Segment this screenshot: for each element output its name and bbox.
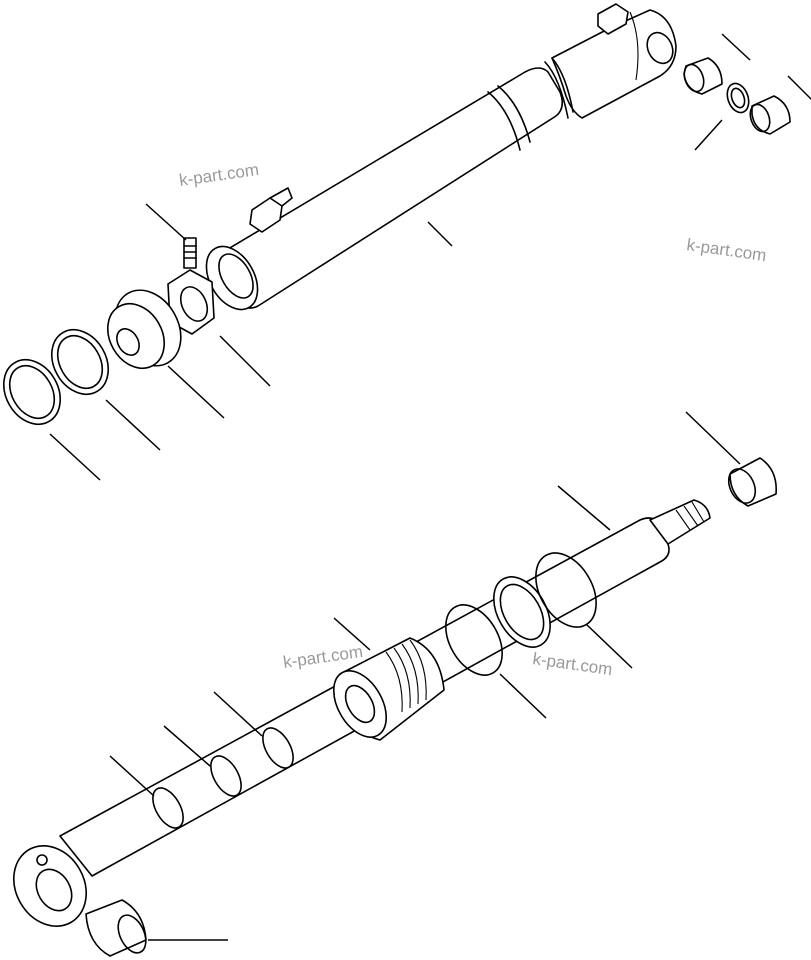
piston-ring[interactable] xyxy=(40,320,119,405)
wear-ring[interactable] xyxy=(0,350,72,435)
gland-seal-ring-a[interactable] xyxy=(434,595,514,685)
grease-fitting[interactable] xyxy=(183,237,197,269)
tube-bushing[interactable] xyxy=(681,57,723,95)
tube-bushing-outer[interactable] xyxy=(747,95,791,135)
leader-lines xyxy=(49,33,811,941)
gland-seal-ring-b[interactable] xyxy=(482,567,562,657)
cylinder-tube[interactable] xyxy=(196,3,678,318)
tube-bushing-seal[interactable] xyxy=(723,80,752,115)
rod-end-bushing-lower[interactable] xyxy=(85,899,151,957)
watermark-1: k-part.com xyxy=(178,160,260,190)
watermark-4: k-part.com xyxy=(531,649,613,679)
gland[interactable] xyxy=(323,637,445,746)
rod-end-bushing[interactable] xyxy=(724,457,777,507)
piston[interactable] xyxy=(96,278,193,378)
watermark-2: k-part.com xyxy=(685,235,767,265)
